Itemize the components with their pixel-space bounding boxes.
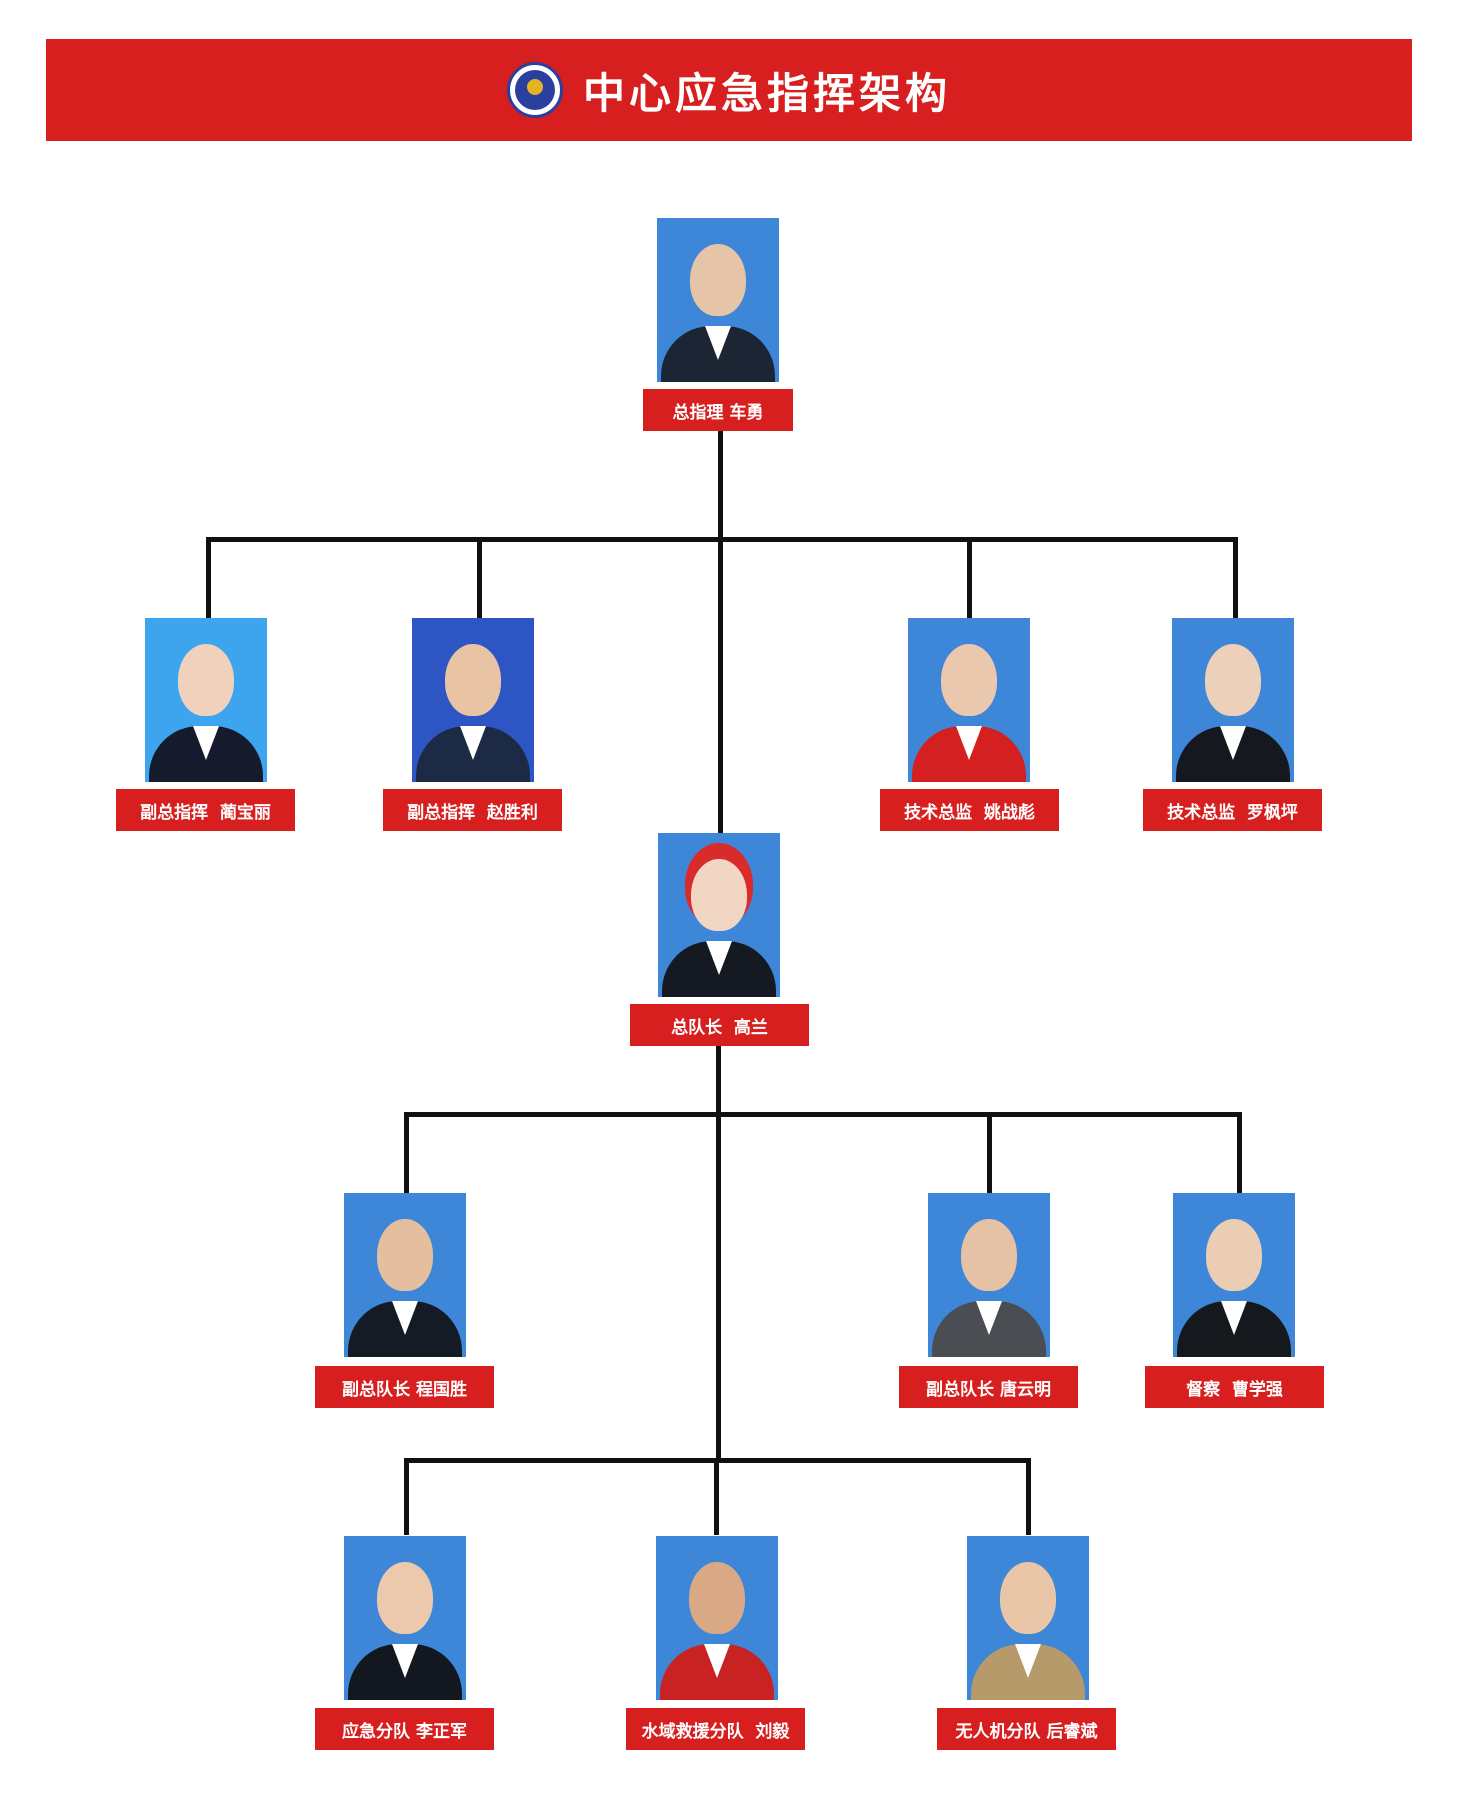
vice-captain-label-2: 副总队长 唐云明: [899, 1366, 1078, 1408]
vice-captain-photo-1: [344, 1193, 466, 1357]
deputy-photo-3: [908, 618, 1030, 782]
connector-vice-2: [987, 1112, 992, 1194]
squad-photo-1: [344, 1536, 466, 1700]
connector-squad-2: [714, 1458, 719, 1535]
squad-label-1: 应急分队 李正军: [315, 1708, 494, 1750]
connector-deputy-2: [477, 537, 482, 619]
deputy-label-2: 副总指挥 赵胜利: [383, 789, 562, 831]
connector-captain-down: [716, 1045, 721, 1463]
vice-captain-label-1: 副总队长 程国胜: [315, 1366, 494, 1408]
connector-vice-bar: [404, 1112, 1242, 1117]
squad-label-2: 水域救援分队 刘毅: [626, 1708, 805, 1750]
deputy-label-1: 副总指挥 蔺宝丽: [116, 789, 295, 831]
squad-label-3: 无人机分队 后睿斌: [937, 1708, 1116, 1750]
connector-deputy-1: [206, 537, 211, 619]
vice-captain-photo-3: [1173, 1193, 1295, 1357]
association-emblem-icon: [506, 62, 563, 118]
deputy-photo-1: [145, 618, 267, 782]
deputy-label-4: 技术总监 罗枫坪: [1143, 789, 1322, 831]
chief-label: 总指理 车勇: [643, 389, 793, 431]
connector-vice-3: [1237, 1112, 1242, 1194]
page-title: 中心应急指挥架构: [582, 68, 951, 118]
squad-photo-3: [967, 1536, 1089, 1700]
connector-squad-3: [1026, 1458, 1031, 1535]
connector-deputy-4: [1233, 537, 1238, 619]
connector-chief-down: [718, 430, 723, 835]
captain-photo: [658, 833, 780, 997]
vice-captain-photo-2: [928, 1193, 1050, 1357]
deputy-label-3: 技术总监 姚战彪: [880, 789, 1059, 831]
connector-vice-1: [404, 1112, 409, 1194]
title-banner: 中心应急指挥架构: [46, 39, 1412, 141]
squad-photo-2: [656, 1536, 778, 1700]
connector-deputies-bar: [206, 537, 1238, 542]
captain-label: 总队长 高兰: [630, 1004, 809, 1046]
chief-photo: [657, 218, 779, 382]
vice-captain-label-3: 督察 曹学强: [1145, 1366, 1324, 1408]
deputy-photo-4: [1172, 618, 1294, 782]
connector-squad-1: [404, 1458, 409, 1535]
connector-deputy-3: [967, 537, 972, 619]
deputy-photo-2: [412, 618, 534, 782]
